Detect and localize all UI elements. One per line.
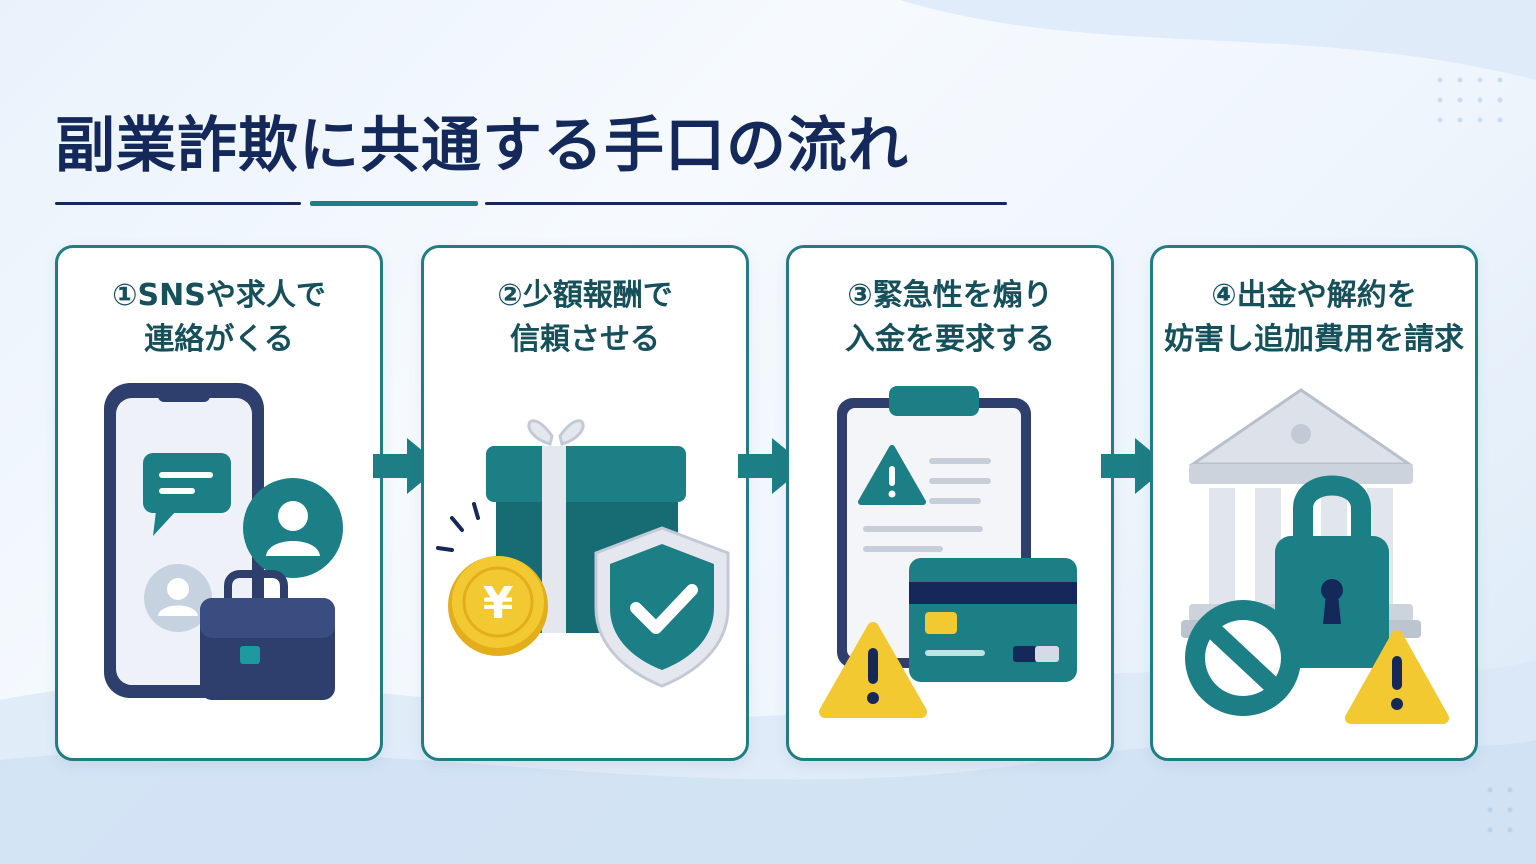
title-underline-left [55,202,301,205]
step-card-3: ③緊急性を煽り 入金を要求する [786,245,1114,761]
user-avatar-icon [144,564,212,632]
step-card-2: ②少額報酬で 信頼させる ¥ [421,245,749,761]
step-4-illustration [1181,388,1449,724]
prohibited-icon [1185,600,1301,716]
user-avatar-icon [243,478,343,578]
chat-bubble-icon [143,453,231,536]
warning-icon [1345,630,1449,724]
credit-card-icon [909,558,1077,682]
step-3-illustration [819,386,1077,718]
title-underline-accent [310,201,478,206]
padlock-icon [1275,475,1389,668]
step-4-label: ④出金や解約を 妨害し追加費用を請求 [1164,278,1464,357]
svg-text:¥: ¥ [483,578,514,629]
step-1-label: ①SNSや求人で 連絡がくる [112,278,326,357]
briefcase-icon [200,570,335,700]
step-1-illustration [104,383,343,700]
warning-icon [858,445,926,505]
step-3-label: ③緊急性を煽り 入金を要求する [845,278,1055,357]
warning-icon [819,622,927,718]
shield-check-icon [594,526,730,688]
step-card-1: ①SNSや求人で 連絡がくる [55,245,383,761]
step-2-illustration: ¥ [436,419,730,688]
yen-coin-icon: ¥ [436,502,548,656]
step-card-4: ④出金や解約を 妨害し追加費用を請求 [1150,245,1478,761]
page-title: 副業詐欺に共通する手口の流れ [55,111,909,181]
title-underline-right [485,202,1007,205]
step-2-label: ②少額報酬で 信頼させる [497,278,673,357]
